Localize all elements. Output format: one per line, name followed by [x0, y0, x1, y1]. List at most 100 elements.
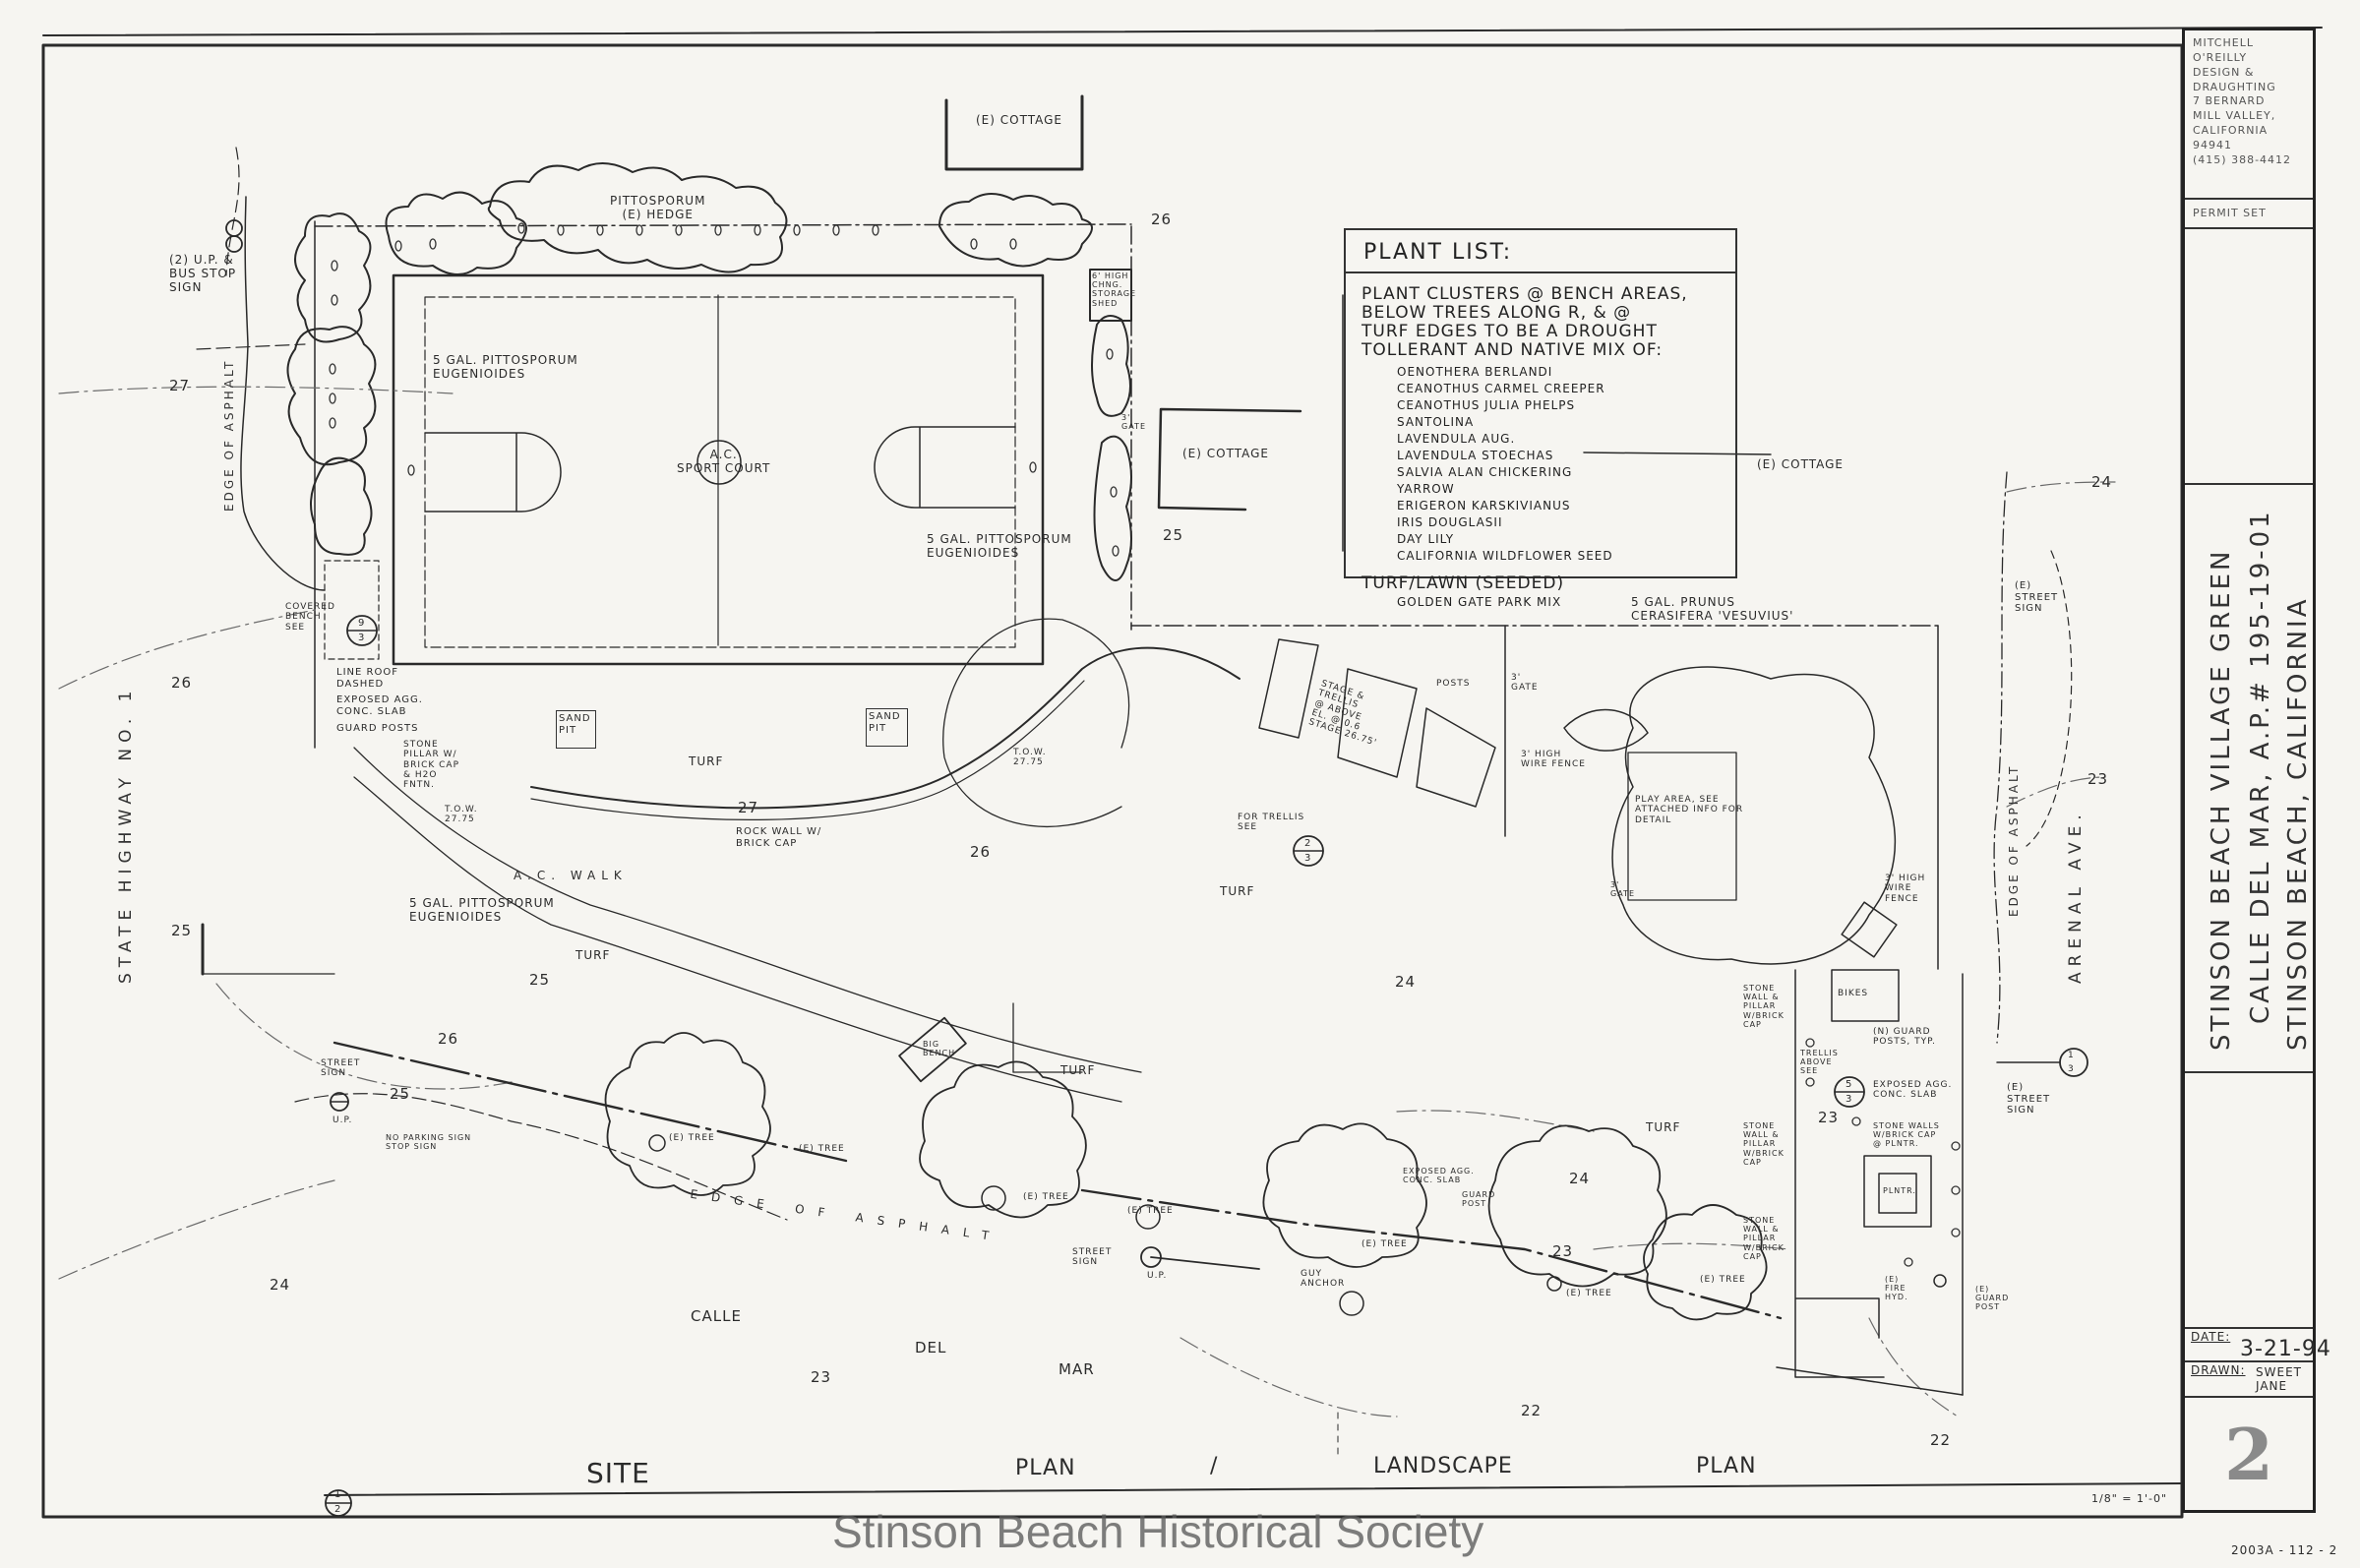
plant-item: DAY LILY [1397, 532, 1455, 547]
label-cottage-top: (E) COTTAGE [976, 113, 1062, 127]
big-bench [898, 1016, 967, 1083]
contour-label-27: 27 [738, 799, 759, 816]
label-line: GUARD [1975, 1294, 2010, 1303]
permit-set-label: PERMIT SET [2193, 207, 2267, 219]
archive-number: 2003A - 112 - 2 [2231, 1543, 2338, 1557]
tree-trunk-2 [981, 1185, 1006, 1211]
label-line: EXPOSED AGG. [336, 694, 423, 705]
contour-label-26: 26 [1151, 211, 1173, 228]
label-line: (N) GUARD [1873, 1027, 1931, 1037]
hedge-cloud-1 [385, 191, 527, 275]
tree-trunk-4 [1339, 1291, 1364, 1316]
label-stone-wall-3: STONE WALL & PILLAR W/BRICK CAP [1743, 1216, 1785, 1261]
label-guard-post: GUARD POST [1462, 1190, 1495, 1208]
label-exposed-slab-right: EXPOSED AGG. CONC. SLAB [1873, 1080, 1952, 1101]
label-line: 3' HIGH [1885, 874, 1926, 883]
firm-line: DESIGN & [2193, 65, 2255, 79]
label-line: BRICK CAP [403, 759, 459, 770]
contour-label-27: 27 [169, 377, 191, 394]
label-bikes: BIKES [1838, 989, 1869, 998]
label-wire-fence-2: 3' HIGH WIRE FENCE [1885, 874, 1925, 904]
hedge-cloud-3 [938, 193, 1093, 268]
label-line: 5 GAL. PRUNUS [1631, 595, 1736, 609]
title-underline [324, 1482, 2183, 1496]
label-line: ATTACHED INFO FOR [1635, 805, 1744, 815]
project-city: STINSON BEACH, CALIFORNIA [2283, 596, 2313, 1052]
label-tow-1: T.O.W. 27.75 [445, 805, 478, 825]
label-storage-shed: 6' HIGH CHNG. STORAGE SHED [1092, 271, 1136, 308]
title-plan-1: PLAN [1015, 1456, 1076, 1480]
key-left [424, 432, 562, 513]
label-line: STREET [2007, 1093, 2051, 1105]
label-pittosporum-1: 5 GAL. PITTOSPORUM EUGENIOIDES [433, 353, 578, 382]
title-landscape: LANDSCAPE [1373, 1454, 1513, 1478]
label-line: SHED [1092, 298, 1119, 308]
covered-bench-ref-bottom: 3 [358, 633, 366, 643]
label-line: WALL & [1743, 993, 1780, 1002]
scale-note: 1/8" = 1'-0" [2091, 1492, 2168, 1505]
label-line: W/BRICK CAP [1873, 1130, 1937, 1140]
label-line: STREET [2015, 591, 2059, 603]
hedge-cloud-2 [487, 162, 788, 273]
planter-inner [1878, 1173, 1917, 1214]
label-turf: TURF [1060, 1063, 1096, 1077]
turf-title: TURF/LAWN (SEEDED) [1362, 573, 1565, 593]
label-line: SPORT COURT [677, 460, 771, 475]
label-line: WALL & [1743, 1130, 1780, 1140]
label-line: EUGENIOIDES [409, 909, 503, 924]
label-line: STREET [1072, 1247, 1113, 1257]
plant-item: SALVIA ALAN CHICKERING [1397, 465, 1573, 480]
label-covered-bench: COVERED BENCH SEE [285, 602, 335, 633]
label-line: EUGENIOIDES [433, 366, 526, 381]
label-fire-hyd: (E) FIRE HYD. [1885, 1275, 1908, 1302]
label-trellis-above: TRELLIS ABOVE SEE [1800, 1049, 1839, 1076]
bikes-area [1831, 969, 1900, 1022]
label-slab-note: EXPOSED AGG. CONC. SLAB [336, 694, 423, 717]
contour-label-22: 22 [1930, 1431, 1952, 1449]
section-ref-bottom: 3 [2068, 1064, 2075, 1074]
firm-line: MILL VALLEY, [2193, 109, 2276, 123]
sheet-number: 2 [2223, 1413, 2274, 1496]
label-up-left: U.P. [333, 1116, 353, 1125]
play-area-cloud [1611, 666, 1896, 965]
label-line: A.C. [709, 448, 738, 461]
label-line: NO PARKING SIGN [386, 1133, 472, 1142]
label-line: PILLAR W/ [403, 750, 457, 760]
label-del: DEL [915, 1339, 947, 1357]
label-line: GATE [1511, 683, 1539, 694]
label-line: BRICK CAP [736, 837, 798, 849]
date-value: 3-21-94 [2240, 1337, 2331, 1361]
date-label: DATE: [2191, 1330, 2231, 1344]
label-line: EXPOSED AGG. [1873, 1080, 1953, 1090]
contour-label-25: 25 [529, 971, 551, 989]
shrub-left-3 [310, 456, 373, 556]
label-line: BIG [923, 1040, 940, 1049]
tree-trunk-1 [648, 1134, 666, 1152]
label-e-tree: (E) TREE [669, 1133, 715, 1143]
label-line: W/BRICK [1743, 1148, 1785, 1158]
label-line: GATE [1121, 422, 1146, 432]
label-play-area: PLAY AREA, SEE ATTACHED INFO FOR DETAIL [1635, 795, 1743, 825]
project-name: STINSON BEACH VILLAGE GREEN [2207, 548, 2236, 1051]
label-line: PLAY AREA, SEE [1635, 795, 1720, 805]
label-up-bottom: U.P. [1147, 1271, 1168, 1281]
shrub-left-1 [294, 212, 372, 343]
project-address: CALLE DEL MAR, A.P.# 195-19-01 [2246, 509, 2275, 1024]
utility-pole [1140, 1246, 1162, 1268]
label-pittosporum-2: 5 GAL. PITTOSPORUM EUGENIOIDES [927, 532, 1072, 561]
label-line: (E) [1885, 1275, 1900, 1284]
label-line: 5 GAL. PITTOSPORUM [433, 353, 578, 367]
label-line: SIGN [2015, 603, 2043, 614]
label-stone-wall-2: STONE WALL & PILLAR W/BRICK CAP [1743, 1121, 1785, 1167]
play-structure [1841, 901, 1898, 958]
label-line: STORAGE [1092, 289, 1137, 299]
tree-canopy-3 [1262, 1122, 1427, 1268]
label-hedge: PITTOSPORUM (E) HEDGE [610, 194, 705, 222]
date-cell: DATE: 3-21-94 [2185, 1327, 2330, 1362]
label-guy-anchor: GUY ANCHOR [1301, 1269, 1345, 1290]
contour-label-25: 25 [1163, 526, 1184, 544]
tree-canopy-1 [604, 1032, 771, 1196]
label-edge-asphalt-left: EDGE OF ASPHALT [222, 358, 236, 512]
plant-item: LAVENDULA STOECHAS [1397, 449, 1554, 463]
